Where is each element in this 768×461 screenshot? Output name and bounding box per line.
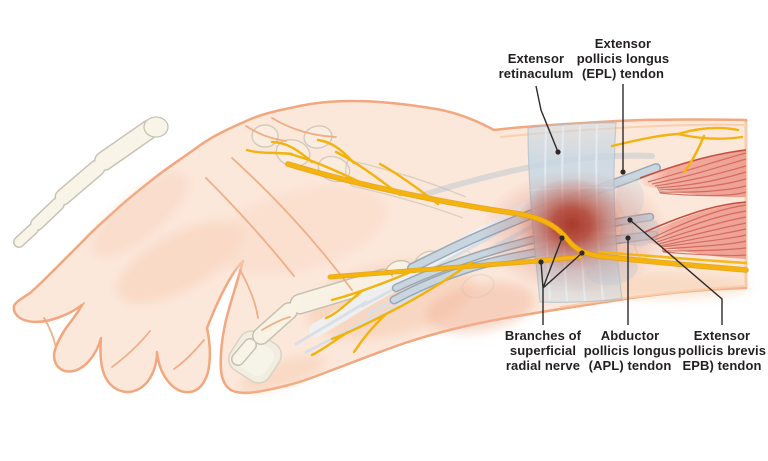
leader-epb-tendon xyxy=(629,219,723,325)
superficial-radial-nerve xyxy=(245,126,749,357)
inflammation-glow xyxy=(480,170,670,294)
skin-creases xyxy=(43,117,353,370)
leader-extensor-retinaculum xyxy=(535,85,559,153)
label-radial-nerve-branches: Branches of superficial radial nerve xyxy=(504,328,582,373)
leader-radial-nerve-branches xyxy=(540,237,583,325)
label-epl-tendon: Extensor pollicis longus (EPL) tendon xyxy=(576,36,670,81)
label-apl-tendon: Abductor pollicis longus (APL) tendon xyxy=(583,328,677,373)
nerve-branches xyxy=(245,126,744,357)
index-finger-bones xyxy=(13,116,169,248)
forearm-muscles xyxy=(638,149,747,259)
leader-dots xyxy=(538,149,633,265)
label-epb-tendon: Extensor pollicis brevis EPB) tendon xyxy=(677,328,767,373)
leader-lines xyxy=(535,84,723,325)
label-extensor-retinaculum: Extensor retinaculum xyxy=(498,51,574,81)
